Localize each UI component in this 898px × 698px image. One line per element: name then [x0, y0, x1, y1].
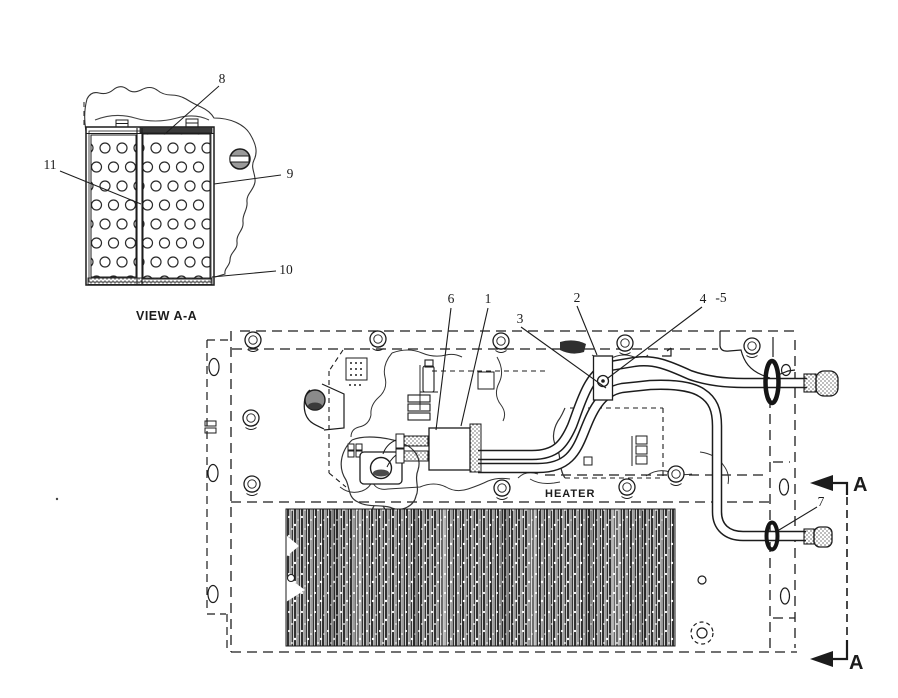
callout-4-label: 4 — [700, 291, 707, 306]
left-strip-tab — [204, 420, 217, 434]
main-assembly-view — [204, 305, 849, 667]
callout-3-label: 3 — [517, 311, 524, 326]
dark-fitting — [560, 340, 586, 354]
left-mounting-strip — [206, 339, 230, 651]
inner-subpanel — [328, 349, 664, 488]
flange-assembly — [340, 436, 420, 519]
callout-10-label: 10 — [279, 262, 293, 277]
drain-bolt — [690, 621, 714, 645]
sensor-cylinder — [407, 359, 438, 421]
grommet-lower — [764, 520, 780, 552]
pipe-end-fitting-upper — [803, 370, 839, 397]
callout-5-label: -5 — [715, 290, 726, 305]
callout-8-label: 8 — [219, 71, 226, 86]
view-aa-caption: VIEW A-A — [136, 309, 197, 323]
top-right-bracket — [719, 331, 796, 379]
callout-9-label: 9 — [287, 166, 294, 181]
detail-callout-leaders — [59, 85, 282, 278]
torn-edge-outline — [84, 86, 257, 278]
torn-squiggles — [339, 349, 729, 493]
grommet-upper — [763, 358, 781, 406]
heater-core-hatch — [285, 508, 676, 647]
heater-label: HEATER — [545, 488, 595, 500]
stray-dot — [55, 497, 59, 501]
pipe-clamp — [560, 340, 614, 401]
small-tab-bracket — [477, 371, 495, 390]
torn-inner-squiggle — [94, 114, 210, 122]
section-marker-top: A — [853, 474, 867, 496]
fastener-clip — [229, 148, 251, 170]
hose-clip-flag — [662, 347, 672, 357]
callout-1-label: 1 — [485, 291, 492, 306]
callout-2-label: 2 — [574, 290, 581, 305]
connector-grid — [345, 357, 368, 458]
heater-valve-block — [382, 423, 482, 473]
perforated-panel-right — [142, 133, 211, 280]
panel-bolts — [242, 330, 761, 501]
main-callout-leaders — [435, 305, 818, 531]
subpanel-ladder-detail — [583, 435, 648, 466]
detail-view-a-a — [59, 85, 282, 286]
bottom-hatch-strip — [87, 277, 213, 285]
main-panel-outline — [230, 330, 797, 653]
callout-6-label: 6 — [448, 291, 455, 306]
callout-7-label: 7 — [818, 494, 825, 509]
section-marker-bottom: A — [849, 652, 863, 674]
callout-11-label: 11 — [44, 157, 57, 172]
pipe-end-fitting-lower — [803, 526, 833, 548]
top-bar-fasteners — [115, 118, 199, 128]
mount-plate — [303, 383, 345, 431]
small-hole — [697, 575, 707, 585]
perforated-panel-left — [90, 134, 137, 278]
section-line-a-a — [810, 475, 849, 667]
